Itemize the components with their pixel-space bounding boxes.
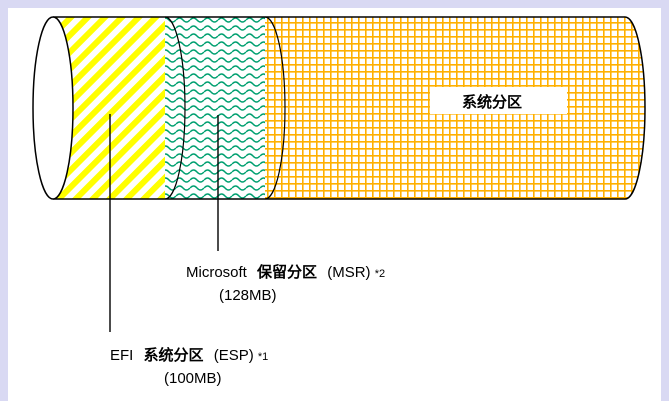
- msr-cn-name: 保留分区: [257, 264, 318, 281]
- partition-cylinder: [32, 16, 646, 332]
- msr-footnote: *2: [374, 268, 386, 280]
- esp-msr-boundary: [164, 16, 186, 200]
- cylinder-outline: [53, 16, 646, 200]
- esp-name: EFI: [110, 347, 134, 364]
- esp-footnote: *1: [257, 351, 269, 363]
- esp-abbr: (ESP): [213, 347, 254, 364]
- diagram-canvas: 系统分区 Microsoft 保留分区 (MSR) *2 (128MB) EFI…: [8, 8, 661, 401]
- msr-name: Microsoft: [186, 264, 247, 281]
- cylinder-end-cap: [32, 16, 74, 200]
- esp-label: EFI 系统分区 (ESP) *1: [110, 344, 268, 365]
- esp-size: (100MB): [164, 370, 222, 387]
- system-partition-label-box: [430, 87, 567, 114]
- system-partition-label: 系统分区: [462, 94, 523, 111]
- esp-cn-name: 系统分区: [143, 347, 204, 364]
- msr-abbr: (MSR): [327, 264, 371, 281]
- msr-size: (128MB): [219, 287, 277, 304]
- msr-label: Microsoft 保留分区 (MSR) *2: [186, 261, 385, 282]
- msr-system-boundary: [264, 16, 286, 200]
- msr-section: [165, 17, 265, 199]
